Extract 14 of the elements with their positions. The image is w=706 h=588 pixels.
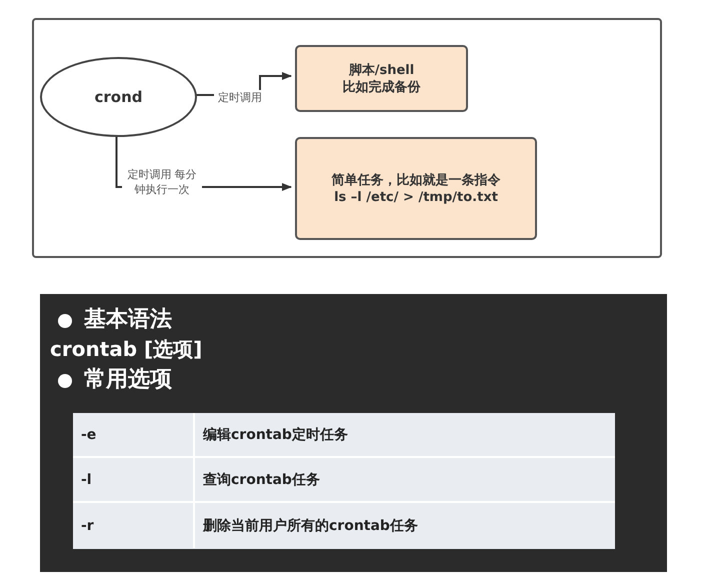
table-cell-text: -r (80, 516, 95, 536)
task-box: 脚本/shell 比如完成备份 (295, 45, 468, 112)
table-cell: -e (73, 413, 193, 458)
heading: 基本语法 (84, 307, 172, 333)
table-cell: -l (73, 458, 193, 503)
process-ellipse: crond (40, 57, 197, 137)
table-cell: 查询crontab任务 (193, 458, 615, 503)
heading: 常用选项 (84, 367, 172, 393)
table-cell: 编辑crontab定时任务 (193, 413, 615, 458)
frame-box (32, 18, 662, 258)
task-box: 简单任务，比如就是一条指令 ls –l /etc/ > /tmp/to.txt (295, 137, 537, 240)
syntax-text: crontab [选项] (50, 336, 202, 362)
edge-label: 定时调用 每分钟执行一次 (122, 167, 202, 197)
table-cell: 删除当前用户所有的crontab任务 (193, 503, 615, 548)
